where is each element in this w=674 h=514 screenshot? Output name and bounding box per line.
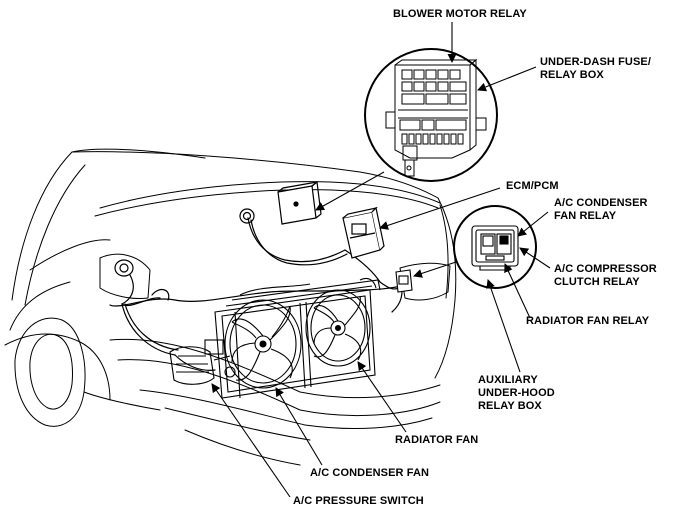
label-under-dash-fuse-line2: RELAY BOX	[540, 69, 604, 81]
label-blower-motor-relay: BLOWER MOTOR RELAY	[393, 8, 527, 20]
label-ac-condenser-fan-relay-line2: FAN RELAY	[554, 210, 617, 222]
label-radiator-fan: RADIATOR FAN	[395, 434, 479, 446]
under-dash-box-outline	[277, 180, 322, 225]
label-ac-pressure-switch: A/C PRESSURE SWITCH	[293, 495, 424, 507]
ecm-pcm-unit	[342, 206, 385, 259]
ac-condenser-fan	[224, 299, 302, 389]
label-ac-compressor-clutch-relay-line2: CLUTCH RELAY	[554, 276, 640, 288]
leader-lines	[211, 22, 551, 498]
ac-pressure-switch	[169, 339, 236, 385]
aux-relay-box-small	[395, 269, 413, 293]
label-ac-condenser-fan: A/C CONDENSER FAN	[310, 467, 430, 479]
car-body	[4, 148, 457, 466]
fuse-box-inset	[364, 48, 498, 182]
label-auxiliary-line1: AUXILIARY	[478, 374, 538, 386]
label-ac-compressor-clutch-relay-line1: A/C COMPRESSOR	[554, 263, 657, 275]
label-radiator-fan-relay: RADIATOR FAN RELAY	[526, 315, 650, 327]
aux-relay-box-inset	[453, 205, 537, 289]
radiator-fan	[305, 289, 371, 367]
label-ecm-pcm: ECM/PCM	[506, 180, 559, 192]
label-auxiliary-line3: RELAY BOX	[478, 400, 542, 412]
label-auxiliary-line2: UNDER-HOOD	[478, 387, 555, 399]
label-ac-condenser-fan-relay-line1: A/C CONDENSER	[554, 197, 648, 209]
label-under-dash-fuse-line1: UNDER-DASH FUSE/	[540, 56, 651, 68]
wiring-harness	[109, 208, 403, 371]
